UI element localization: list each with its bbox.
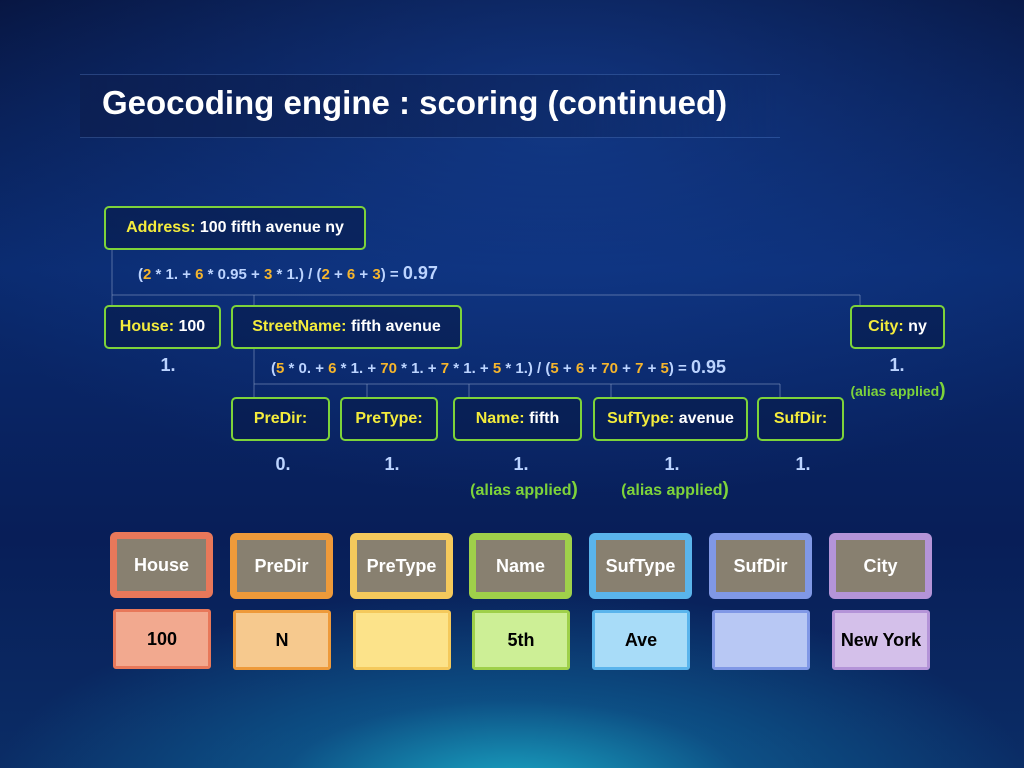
streetname-formula-weight: 6 <box>575 360 585 377</box>
streetname-formula-operator: * 1. + <box>449 360 493 377</box>
pretype-score: 1. <box>384 454 400 474</box>
address-formula-weight: 3 <box>263 266 273 283</box>
address-formula-result: 0.97 <box>402 263 438 283</box>
streetname-box: StreetName: fifth avenue <box>231 305 462 349</box>
house-field-name: House <box>117 539 206 591</box>
streetname-formula-operator: * 1.) / ( <box>501 360 551 377</box>
predir-score: 0. <box>275 454 291 474</box>
house-box: House: 100 <box>104 305 221 349</box>
address-formula-operator: * 0.95 + <box>203 266 264 283</box>
pretype-field-name: PreType <box>357 540 446 592</box>
title-band <box>80 74 780 138</box>
pretype-box: PreType: <box>340 397 438 441</box>
address-formula-weight: 6 <box>195 266 204 283</box>
suftype-field-tile: SufType <box>589 533 692 599</box>
house-field-tile: House <box>110 532 213 598</box>
streetname-formula-operator: + <box>643 360 661 377</box>
house-value: 100 <box>178 318 206 335</box>
address-formula-operator: + <box>329 266 347 283</box>
address-label: Address: <box>126 219 196 236</box>
predir-label: PreDir: <box>253 410 308 427</box>
name-label: Name: <box>475 410 525 427</box>
city-value: ny <box>908 318 927 335</box>
streetname-formula-weight: 5 <box>492 360 502 377</box>
sufdir-label: SufDir: <box>773 410 828 427</box>
streetname-score-formula: (5 * 0. + 6 * 1. + 70 * 1. + 7 * 1. + 5 … <box>271 357 726 378</box>
address-formula-operator: * 1. + <box>151 266 196 283</box>
sufdir-box: SufDir: <box>757 397 844 441</box>
suftype-field-value: Ave <box>592 610 690 670</box>
predir-field-value: N <box>233 610 331 670</box>
streetname-formula-operator: * 1. + <box>336 360 381 377</box>
name-field-value: 5th <box>472 610 570 670</box>
streetname-formula-operator: ( <box>271 360 276 377</box>
address-score-formula: (2 * 1. + 6 * 0.95 + 3 * 1.) / (2 + 6 + … <box>138 263 438 284</box>
pretype-field-value <box>353 610 451 670</box>
predir-box: PreDir: <box>231 397 330 441</box>
city-alias-note: (alias applied) <box>850 380 946 401</box>
city-field-value: New York <box>832 610 930 670</box>
address-formula-weight: 3 <box>372 266 381 283</box>
name-field-tile: Name <box>469 533 572 599</box>
city-box: City: ny <box>850 305 945 349</box>
address-formula-operator: ) = <box>380 266 403 283</box>
streetname-formula-weight: 70 <box>601 360 618 377</box>
address-formula-operator: ( <box>138 266 143 283</box>
pretype-label: PreType: <box>355 410 423 427</box>
sufdir-field-name: SufDir <box>716 540 805 592</box>
suftype-box: SufType: avenue <box>593 397 748 441</box>
address-box: Address: 100 fifth avenue ny <box>104 206 366 250</box>
house-score: 1. <box>160 355 176 375</box>
suftype-score: 1. <box>664 454 680 474</box>
streetname-label: StreetName: <box>252 318 347 335</box>
address-formula-operator: + <box>355 266 373 283</box>
suftype-field-name: SufType <box>596 540 685 592</box>
streetname-value: fifth avenue <box>350 318 441 335</box>
streetname-formula-weight: 5 <box>550 360 559 377</box>
streetname-formula-weight: 70 <box>380 360 397 377</box>
predir-field-tile: PreDir <box>230 533 333 599</box>
address-formula-operator: * 1.) / ( <box>272 266 322 283</box>
address-value: 100 fifth avenue ny <box>199 219 344 236</box>
house-field-value: 100 <box>113 609 211 669</box>
streetname-formula-weight: 5 <box>660 360 669 377</box>
suftype-value: avenue <box>678 410 734 427</box>
streetname-formula-weight: 6 <box>328 360 337 377</box>
name-score: 1. <box>513 454 529 474</box>
streetname-formula-operator: * 1. + <box>396 360 441 377</box>
suftype-alias-note: (alias applied) <box>621 479 729 500</box>
streetname-formula-operator: ) = <box>668 360 691 377</box>
streetname-formula-weight: 5 <box>276 360 285 377</box>
streetname-formula-weight: 7 <box>635 360 644 377</box>
house-label: House: <box>119 318 175 335</box>
city-field-name: City <box>836 540 925 592</box>
sufdir-field-value <box>712 610 810 670</box>
name-alias-note: (alias applied) <box>470 479 578 500</box>
city-score: 1. <box>889 355 905 375</box>
predir-field-name: PreDir <box>237 540 326 592</box>
sufdir-score: 1. <box>795 454 811 474</box>
streetname-formula-operator: * 0. + <box>284 360 329 377</box>
streetname-formula-result: 0.95 <box>690 357 727 377</box>
address-formula-weight: 2 <box>321 266 330 283</box>
pretype-field-tile: PreType <box>350 533 453 599</box>
name-field-name: Name <box>476 540 565 592</box>
city-field-tile: City <box>829 533 932 599</box>
address-formula-weight: 2 <box>143 266 152 283</box>
streetname-formula-operator: + <box>617 360 636 377</box>
suftype-label: SufType: <box>607 410 675 427</box>
name-value: fifth <box>529 410 560 427</box>
address-formula-weight: 6 <box>346 266 356 283</box>
page-title: Geocoding engine : scoring (continued) <box>102 84 728 121</box>
city-label: City: <box>868 318 904 335</box>
streetname-formula-weight: 7 <box>440 360 450 377</box>
streetname-formula-operator: + <box>558 360 576 377</box>
streetname-formula-operator: + <box>584 360 602 377</box>
name-box: Name: fifth <box>453 397 582 441</box>
sufdir-field-tile: SufDir <box>709 533 812 599</box>
